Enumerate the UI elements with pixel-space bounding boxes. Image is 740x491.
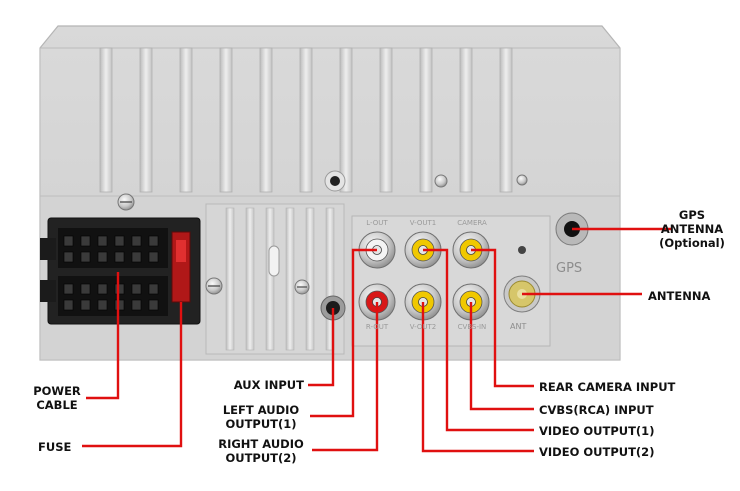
connector-pin xyxy=(114,235,125,247)
fin xyxy=(419,47,433,193)
gps-antenna-label-line1: GPS xyxy=(678,208,706,222)
connector-pin xyxy=(63,235,74,247)
power-cable-label-line2: CABLE xyxy=(36,398,78,412)
connector-pin xyxy=(114,299,125,311)
gps-antenna-label-line3: (Optional) xyxy=(659,236,725,250)
fuse-label: FUSE xyxy=(38,440,72,454)
fin xyxy=(499,47,513,193)
callout-rear-camera xyxy=(471,248,534,388)
connector-pin xyxy=(80,299,91,311)
callout-aux-input xyxy=(308,308,335,387)
connector-pin xyxy=(97,251,108,263)
connector-pins xyxy=(63,235,159,311)
antenna-indicator-hole xyxy=(518,246,526,254)
fin xyxy=(99,47,113,193)
callout-lines xyxy=(82,227,672,453)
connector-pin xyxy=(131,251,142,263)
screw-rib xyxy=(294,279,310,295)
video-output-1-label: VIDEO OUTPUT(1) xyxy=(539,424,655,438)
right-audio-label-line1: RIGHT AUDIO xyxy=(218,437,304,451)
rib xyxy=(325,207,335,351)
rib xyxy=(245,207,255,351)
left-audio-output-label: LEFT AUDIO OUTPUT(1) xyxy=(214,403,308,431)
video-output-2-label: VIDEO OUTPUT(2) xyxy=(539,445,655,459)
fin xyxy=(339,47,353,193)
camera-marking: CAMERA xyxy=(457,219,487,227)
fin xyxy=(459,47,473,193)
power-cable-label-line1: POWER xyxy=(33,384,81,398)
heat-sink-fins xyxy=(99,47,513,193)
fin xyxy=(219,47,233,193)
gps-antenna-label: GPS ANTENNA (Optional) xyxy=(646,208,738,250)
screw-middle xyxy=(205,277,223,295)
connector-pin xyxy=(80,251,91,263)
connector-pin xyxy=(80,283,91,295)
gps-marking: GPS xyxy=(556,261,583,276)
fin xyxy=(259,47,273,193)
fin xyxy=(139,47,153,193)
right-audio-label-line2: OUTPUT(2) xyxy=(225,451,297,465)
rib xyxy=(265,207,275,351)
connector-pin xyxy=(114,283,125,295)
connector-pin xyxy=(131,235,142,247)
connector-pin xyxy=(114,251,125,263)
callout-video-output-2 xyxy=(421,302,534,453)
callout-left-audio xyxy=(310,248,377,418)
fin xyxy=(179,47,193,193)
right-audio-output-label: RIGHT AUDIO OUTPUT(2) xyxy=(212,437,310,465)
ant-marking: ANT xyxy=(510,322,527,331)
fuse[interactable] xyxy=(171,231,191,303)
left-audio-label-line2: OUTPUT(1) xyxy=(225,417,297,431)
cvbs-in-marking: CVBS-IN xyxy=(457,323,487,331)
connector-pin xyxy=(148,283,159,295)
callout-right-audio xyxy=(312,302,379,452)
connector-pin xyxy=(97,283,108,295)
rib xyxy=(305,207,315,351)
connector-pin xyxy=(63,299,74,311)
connector-pin xyxy=(97,235,108,247)
callout-fuse xyxy=(82,302,183,448)
rib xyxy=(285,207,295,351)
connector-pin xyxy=(80,235,91,247)
aux-input-label: AUX INPUT xyxy=(233,378,304,392)
vertical-ribs xyxy=(225,207,335,351)
cvbs-rca-input-label: CVBS(RCA) INPUT xyxy=(539,403,654,417)
rib xyxy=(225,207,235,351)
screw-top-left xyxy=(117,193,135,211)
connector-pin xyxy=(131,283,142,295)
power-cable-label: POWER CABLE xyxy=(28,384,86,412)
rear-camera-input-label: REAR CAMERA INPUT xyxy=(539,380,676,394)
connector-pin xyxy=(63,283,74,295)
screw-top-right xyxy=(434,174,448,188)
fin xyxy=(379,47,393,193)
callout-power-cable xyxy=(86,272,120,400)
screw-top-center xyxy=(324,170,346,192)
v-out1-marking: V-OUT1 xyxy=(409,219,437,227)
left-audio-label-line1: LEFT AUDIO xyxy=(222,403,300,417)
r-out-marking: R-OUT xyxy=(365,323,389,331)
connector-pin xyxy=(63,251,74,263)
connector-pin xyxy=(148,299,159,311)
l-out-marking: L-OUT xyxy=(366,219,388,227)
callout-video-output-1 xyxy=(423,248,534,432)
connector-pin xyxy=(148,251,159,263)
mounting-slot xyxy=(268,245,280,277)
connector-pin xyxy=(148,235,159,247)
v-out2-marking: V-OUT2 xyxy=(409,323,437,331)
callout-cvbs-input xyxy=(469,302,534,411)
connector-pin xyxy=(97,299,108,311)
fin xyxy=(299,47,313,193)
antenna-label: ANTENNA xyxy=(648,289,711,303)
gps-antenna-label-line2: ANTENNA xyxy=(660,222,724,236)
screw-right xyxy=(516,174,528,186)
connector-pin xyxy=(131,299,142,311)
